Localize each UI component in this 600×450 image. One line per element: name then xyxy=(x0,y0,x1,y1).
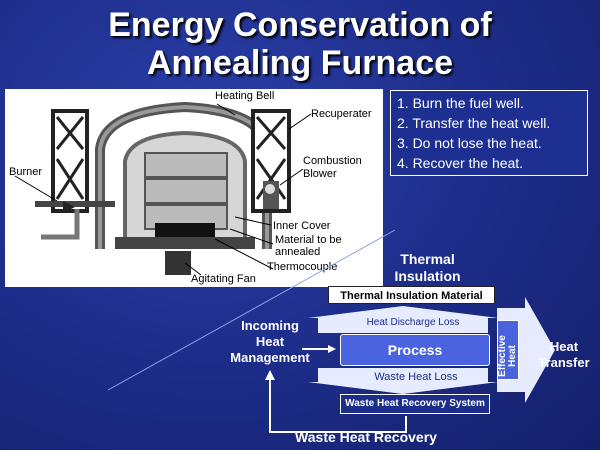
material-coil-2 xyxy=(144,178,228,204)
management-line: Management xyxy=(230,350,310,365)
heat-transfer-line-2: Transfer xyxy=(538,355,590,370)
label-burner: Burner xyxy=(9,166,43,178)
thermal-heading-line: Thermal xyxy=(400,251,455,267)
step-item: 2. Transfer the heat well. xyxy=(397,115,551,131)
slide-title-line-1: Energy Conservation of xyxy=(108,6,492,44)
thermal-insulation-material-box: Thermal Insulation Material xyxy=(328,286,495,304)
thermal-insulation-heading: Thermal Insulation xyxy=(370,251,485,285)
label-combustion: Combustion xyxy=(303,155,362,167)
waste-heat-loss-label: Waste Heat Loss xyxy=(370,370,462,385)
material-coil-1 xyxy=(144,152,228,178)
step-item: 1. Burn the fuel well. xyxy=(397,95,524,111)
fan-motor xyxy=(165,251,191,275)
step-item: 4. Recover the heat. xyxy=(397,155,524,171)
recovery-loop-line xyxy=(269,378,407,433)
label-inner-cover: Inner Cover xyxy=(273,220,331,232)
incoming-heat-management: Incoming Heat Management xyxy=(224,318,316,366)
label-blower: Blower xyxy=(303,168,337,180)
incoming-line: Incoming xyxy=(241,318,299,333)
heat-line: Heat xyxy=(255,334,285,349)
furnace-diagram: Heating Bell Recuperater Burner Combusti… xyxy=(5,89,383,287)
effective-heat-box: Effective Heat xyxy=(497,320,519,380)
steps-box: 1. Burn the fuel well. 2. Transfer the h… xyxy=(390,90,588,176)
furnace-drawing xyxy=(14,101,312,276)
recovery-loop-arrowhead xyxy=(265,370,275,380)
furnace-base xyxy=(115,237,255,249)
heat-transfer-line-1: Heat xyxy=(549,339,579,354)
process-box: Process xyxy=(340,334,490,366)
label-agitating-fan: Agitating Fan xyxy=(191,273,256,285)
heat-transfer-label: Heat Transfer xyxy=(530,339,598,371)
step-item: 3. Do not lose the heat. xyxy=(397,135,542,151)
label-heating-bell: Heating Bell xyxy=(215,90,275,102)
label-thermocouple: Thermocouple xyxy=(267,261,338,273)
heat-discharge-loss-label: Heat Discharge Loss xyxy=(366,316,460,330)
label-annealed: annealed xyxy=(275,246,321,258)
waste-heat-recovery-label: Waste Heat Recovery xyxy=(295,429,437,445)
waste-heat-recovery-system-box: Waste Heat Recovery System xyxy=(340,394,490,414)
label-recuperater: Recuperater xyxy=(311,108,372,120)
label-material: Material to be xyxy=(275,234,342,246)
diagonal-divider xyxy=(107,229,396,391)
effective-heat-line: Heat xyxy=(507,345,518,367)
insulation-heading-line: Insulation xyxy=(394,268,461,284)
slide-title-line-2: Annealing Furnace xyxy=(146,44,454,82)
